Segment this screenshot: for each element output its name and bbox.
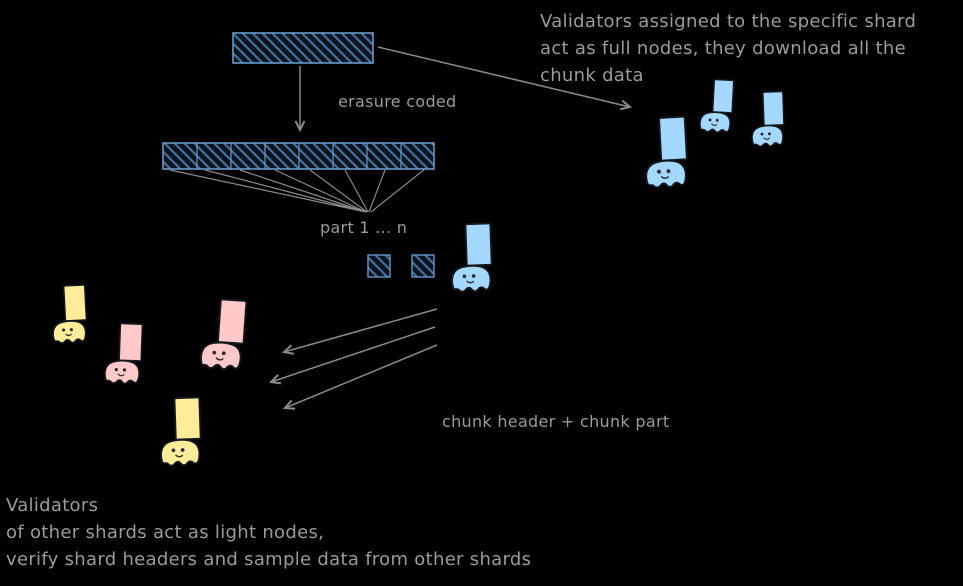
validator-full-node-3 [642,115,690,190]
part-fan-lines [169,168,426,213]
erasure-parts-dividers [196,143,402,169]
chunk-distribution-arrow-2 [268,326,436,385]
validator-light-node-4 [158,396,203,467]
chunk-transfer-label: chunk header + chunk part [442,412,670,431]
chunk-part-square-1 [367,254,391,278]
validator-light-node-1 [49,284,89,345]
validator-light-node-2 [103,322,144,385]
validator-light-node-3 [199,297,248,372]
validator-full-node-2 [749,90,786,148]
chunk-data-box [232,32,374,64]
erasure-coded-label: erasure coded [338,92,457,111]
chunk-distribution-arrow-3 [282,344,438,410]
to-full-nodes-arrow [377,46,633,111]
validator-chunk-producer [449,222,494,293]
light-node-note: Validators of other shards act as light … [6,495,532,570]
chunk-part-square-2 [411,254,435,278]
part-range-label: part 1 ... n [320,218,408,237]
full-node-note: Validators assigned to the specific shar… [540,11,917,86]
chunk-distribution-arrow-1 [281,308,438,355]
arrow-group [268,46,633,410]
